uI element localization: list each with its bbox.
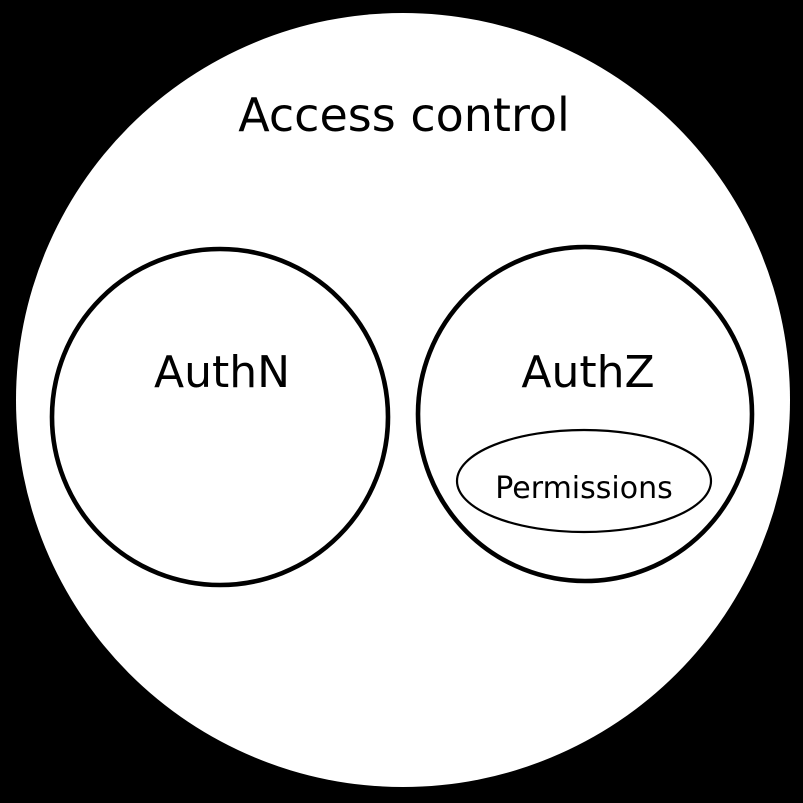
outer-set-label-access-control: Access control <box>238 88 570 142</box>
outer-set-circle-access-control[interactable] <box>16 13 790 787</box>
nested-set-ellipse-permissions[interactable] <box>455 428 713 534</box>
subset-label-authn: AuthN <box>154 347 290 398</box>
nested-set-label-permissions: Permissions <box>495 471 672 506</box>
subset-circle-authn[interactable] <box>49 246 391 588</box>
subset-label-authz: AuthZ <box>521 347 654 398</box>
